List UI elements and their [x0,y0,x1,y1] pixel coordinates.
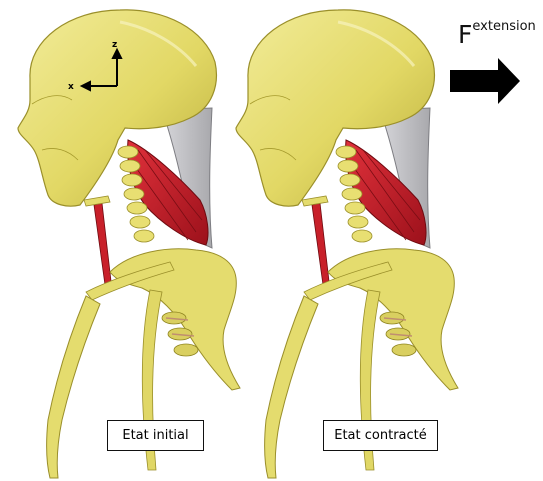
axis-x-label: x [68,82,74,92]
model-contracted [236,10,458,478]
label-initial-state: Etat initial [107,420,204,451]
model-initial [18,10,240,478]
force-arrow [450,58,520,104]
label-contracted-state: Etat contracté [323,420,438,451]
axis-z-label: z [112,40,117,50]
force-letter: F [458,20,472,49]
force-label: Fextension [458,20,536,49]
force-superscript: extension [472,19,535,34]
